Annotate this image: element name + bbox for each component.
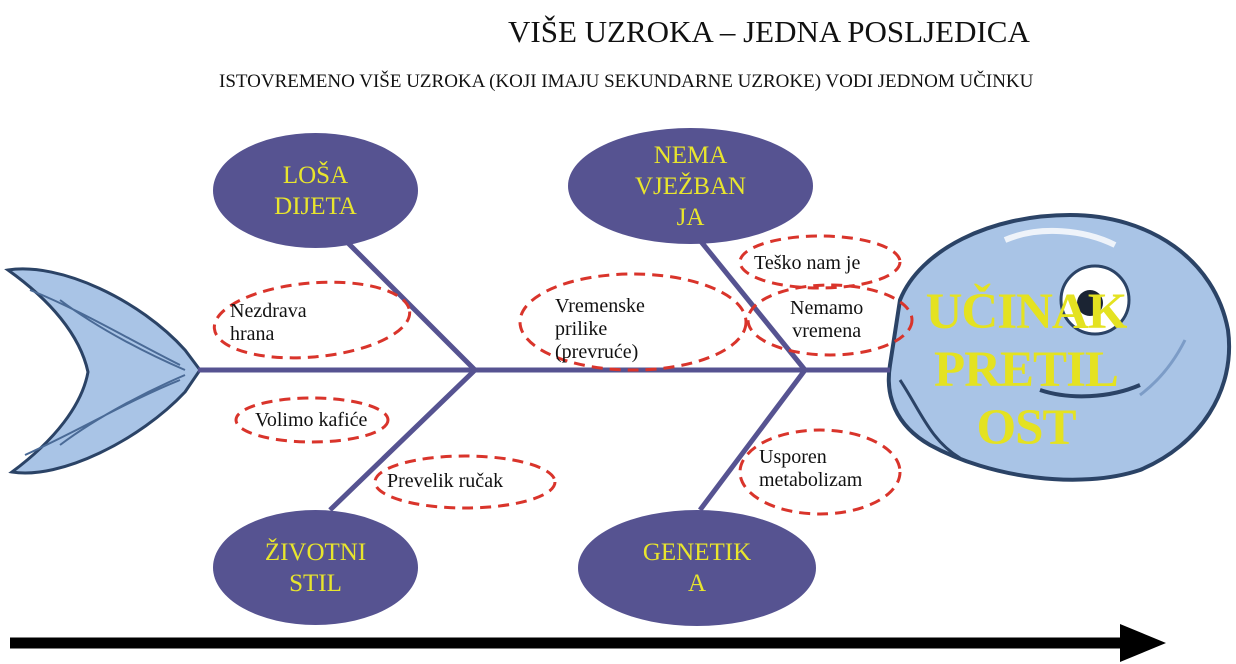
fish-tail-icon: [4, 267, 202, 475]
highlight-prevelik-rucak: [373, 454, 557, 510]
cause-label: ŽIVOTNI STIL: [264, 538, 367, 597]
sub-cause-volimo-kafice: Volimo kafiće: [255, 409, 368, 431]
sub-cause-nezdrava-hrana: Nezdrava hrana: [230, 300, 307, 345]
sub-cause-usporen-metabolizam: Usporen metabolizam: [759, 446, 863, 491]
highlight-tesko-nam-je: [738, 234, 902, 290]
effect-label: UČINAK PRETIL OST: [925, 284, 1128, 456]
highlight-vremenske-prilike: [518, 272, 748, 372]
cause-label: GENETIK A: [642, 539, 752, 597]
highlight-nemamo-vremena: [746, 283, 914, 357]
timeline-arrow: [10, 624, 1166, 662]
highlight-nezdrava-hrana: [212, 280, 412, 360]
bone-genetika: [698, 368, 807, 512]
cause-losa-dijeta: LOŠA DIJETA: [213, 133, 418, 248]
cause-label: LOŠA DIJETA: [274, 161, 357, 220]
cause-genetika: GENETIK A: [578, 510, 816, 626]
page-title: VIŠE UZROKA – JEDNA POSLJEDICA: [508, 14, 1030, 49]
bone-zivotni-stil: [328, 368, 477, 512]
bone-nema-vjezbanja: [688, 226, 807, 372]
fish-head-icon: [886, 212, 1232, 482]
sub-cause-tesko-nam-je: Teško nam je: [754, 252, 861, 274]
cause-zivotni-stil: ŽIVOTNI STIL: [213, 510, 418, 625]
sub-cause-nemamo-vremena: Nemamo vremena: [790, 297, 864, 342]
highlight-volimo-kafice: [234, 396, 390, 444]
sub-cause-vremenske-prilike: Vremenske prilike (prevruće): [555, 295, 645, 363]
sub-cause-prevelik-rucak: Prevelik ručak: [387, 470, 504, 492]
cause-nema-vjezbanja: NEMA VJEŽBAN JA: [568, 128, 813, 244]
cause-label: NEMA VJEŽBAN JA: [634, 141, 747, 231]
page-subtitle: ISTOVREMENO VIŠE UZROKA (KOJI IMAJU SEKU…: [219, 71, 1034, 92]
highlight-usporen-metabolizam: [738, 428, 902, 516]
